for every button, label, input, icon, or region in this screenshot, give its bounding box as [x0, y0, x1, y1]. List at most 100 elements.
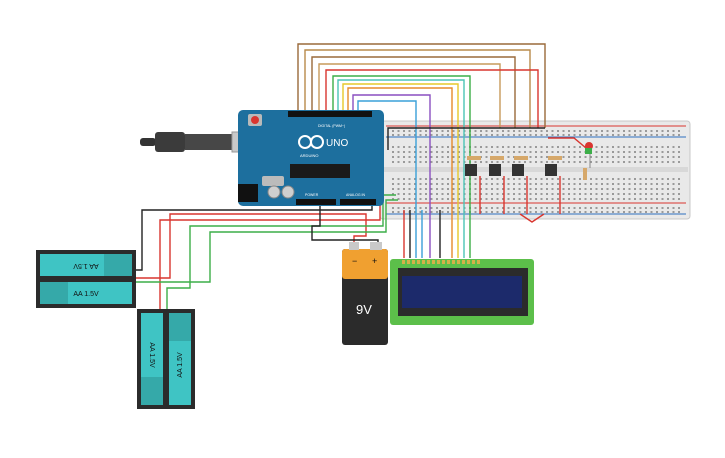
power-label: POWER	[305, 193, 319, 197]
breadboard-hole	[403, 183, 405, 185]
analog-header	[340, 199, 376, 205]
breadboard-hole	[678, 211, 680, 213]
breadboard-hole	[667, 151, 669, 153]
battery-9v[interactable]: − + 9V	[342, 242, 388, 345]
breadboard-hole	[595, 193, 598, 195]
breadboard-hole	[678, 161, 680, 163]
breadboard-hole	[529, 178, 532, 180]
breadboard-hole	[601, 183, 603, 185]
breadboard-hole	[617, 198, 620, 200]
breadboard-hole	[491, 183, 493, 185]
breadboard-hole	[590, 198, 592, 200]
breadboard-hole	[617, 146, 620, 148]
breadboard[interactable]	[379, 120, 691, 220]
aa-pack-horizontal[interactable]: AA 1.5V AA 1.5V	[36, 250, 136, 308]
breadboard-hole	[535, 146, 537, 148]
breadboard-hole	[623, 146, 625, 148]
lcd-pin	[432, 260, 435, 264]
breadboard-hole	[612, 130, 614, 132]
breadboard-hole	[397, 207, 400, 209]
breadboard-hole	[573, 146, 576, 148]
breadboard-hole	[557, 183, 559, 185]
breadboard-hole	[634, 178, 636, 180]
breadboard-hole	[513, 198, 515, 200]
breadboard-hole	[573, 134, 576, 136]
reset-button[interactable]	[251, 116, 259, 124]
breadboard-hole	[513, 130, 515, 132]
breadboard-hole	[540, 151, 543, 153]
breadboard-hole	[425, 146, 427, 148]
breadboard-hole	[485, 183, 488, 185]
breadboard-hole	[474, 193, 477, 195]
breadboard-hole	[535, 188, 537, 190]
breadboard-hole	[425, 134, 427, 136]
pushbutton-3[interactable]	[512, 164, 524, 176]
breadboard-hole	[551, 134, 554, 136]
wire-red-aa-v	[159, 205, 381, 312]
lcd-pin	[422, 260, 425, 264]
wire-brown-1	[297, 43, 546, 128]
breadboard-hole	[535, 198, 537, 200]
breadboard-hole	[441, 183, 444, 185]
breadboard-hole	[562, 193, 565, 195]
breadboard-hole	[628, 151, 631, 153]
breadboard-hole	[579, 134, 581, 136]
pushbutton-1[interactable]	[465, 164, 477, 176]
breadboard-hole	[678, 130, 680, 132]
breadboard-hole	[436, 161, 438, 163]
breadboard-hole	[414, 146, 416, 148]
lcd-pin	[412, 260, 415, 264]
breadboard-hole	[678, 151, 680, 153]
breadboard-hole	[447, 156, 449, 158]
arduino-uno[interactable]: UNO ARDUINO DIGITAL (PWM~) POWER ANALOG …	[238, 110, 384, 206]
battery-9v-terminal-minus	[349, 242, 359, 250]
breadboard-hole	[546, 207, 548, 209]
breadboard-hole	[568, 207, 570, 209]
breadboard-hole	[419, 183, 422, 185]
breadboard-hole	[397, 211, 400, 213]
lcd-display[interactable]	[390, 259, 534, 325]
breadboard-hole	[458, 207, 460, 209]
breadboard-hole	[639, 207, 642, 209]
breadboard-hole	[639, 183, 642, 185]
breadboard-hole	[623, 156, 625, 158]
dc-jack	[238, 184, 258, 202]
breadboard-hole	[617, 134, 620, 136]
breadboard-hole	[606, 188, 609, 190]
breadboard-hole	[623, 130, 625, 132]
breadboard-hole	[436, 198, 438, 200]
breadboard-hole	[678, 178, 680, 180]
breadboard-hole	[546, 178, 548, 180]
breadboard-hole	[546, 134, 548, 136]
aa-pack-vertical[interactable]: AA 1.5V AA 1.5V	[137, 309, 195, 409]
breadboard-hole	[634, 134, 636, 136]
breadboard-hole	[628, 211, 631, 213]
breadboard-hole	[650, 130, 653, 132]
breadboard-hole	[650, 211, 653, 213]
breadboard-hole	[397, 156, 400, 158]
breadboard-hole	[452, 211, 455, 213]
breadboard-hole	[568, 188, 570, 190]
breadboard-hole	[650, 178, 653, 180]
breadboard-hole	[557, 178, 559, 180]
pushbutton-2[interactable]	[489, 164, 501, 176]
breadboard-hole	[579, 207, 581, 209]
breadboard-hole	[403, 156, 405, 158]
breadboard-hole	[419, 207, 422, 209]
pushbutton-4[interactable]	[545, 164, 557, 176]
breadboard-hole	[562, 151, 565, 153]
breadboard-hole	[667, 130, 669, 132]
breadboard-hole	[639, 134, 642, 136]
breadboard-hole	[480, 161, 482, 163]
breadboard-hole	[650, 193, 653, 195]
wire-brown-2	[304, 49, 531, 128]
lcd-pins	[402, 260, 480, 264]
breadboard-hole	[540, 211, 543, 213]
breadboard-hole	[419, 178, 422, 180]
breadboard-hole	[419, 151, 422, 153]
breadboard-hole	[474, 134, 477, 136]
breadboard-hole	[419, 211, 422, 213]
breadboard-hole	[513, 134, 515, 136]
breadboard-hole	[584, 183, 587, 185]
